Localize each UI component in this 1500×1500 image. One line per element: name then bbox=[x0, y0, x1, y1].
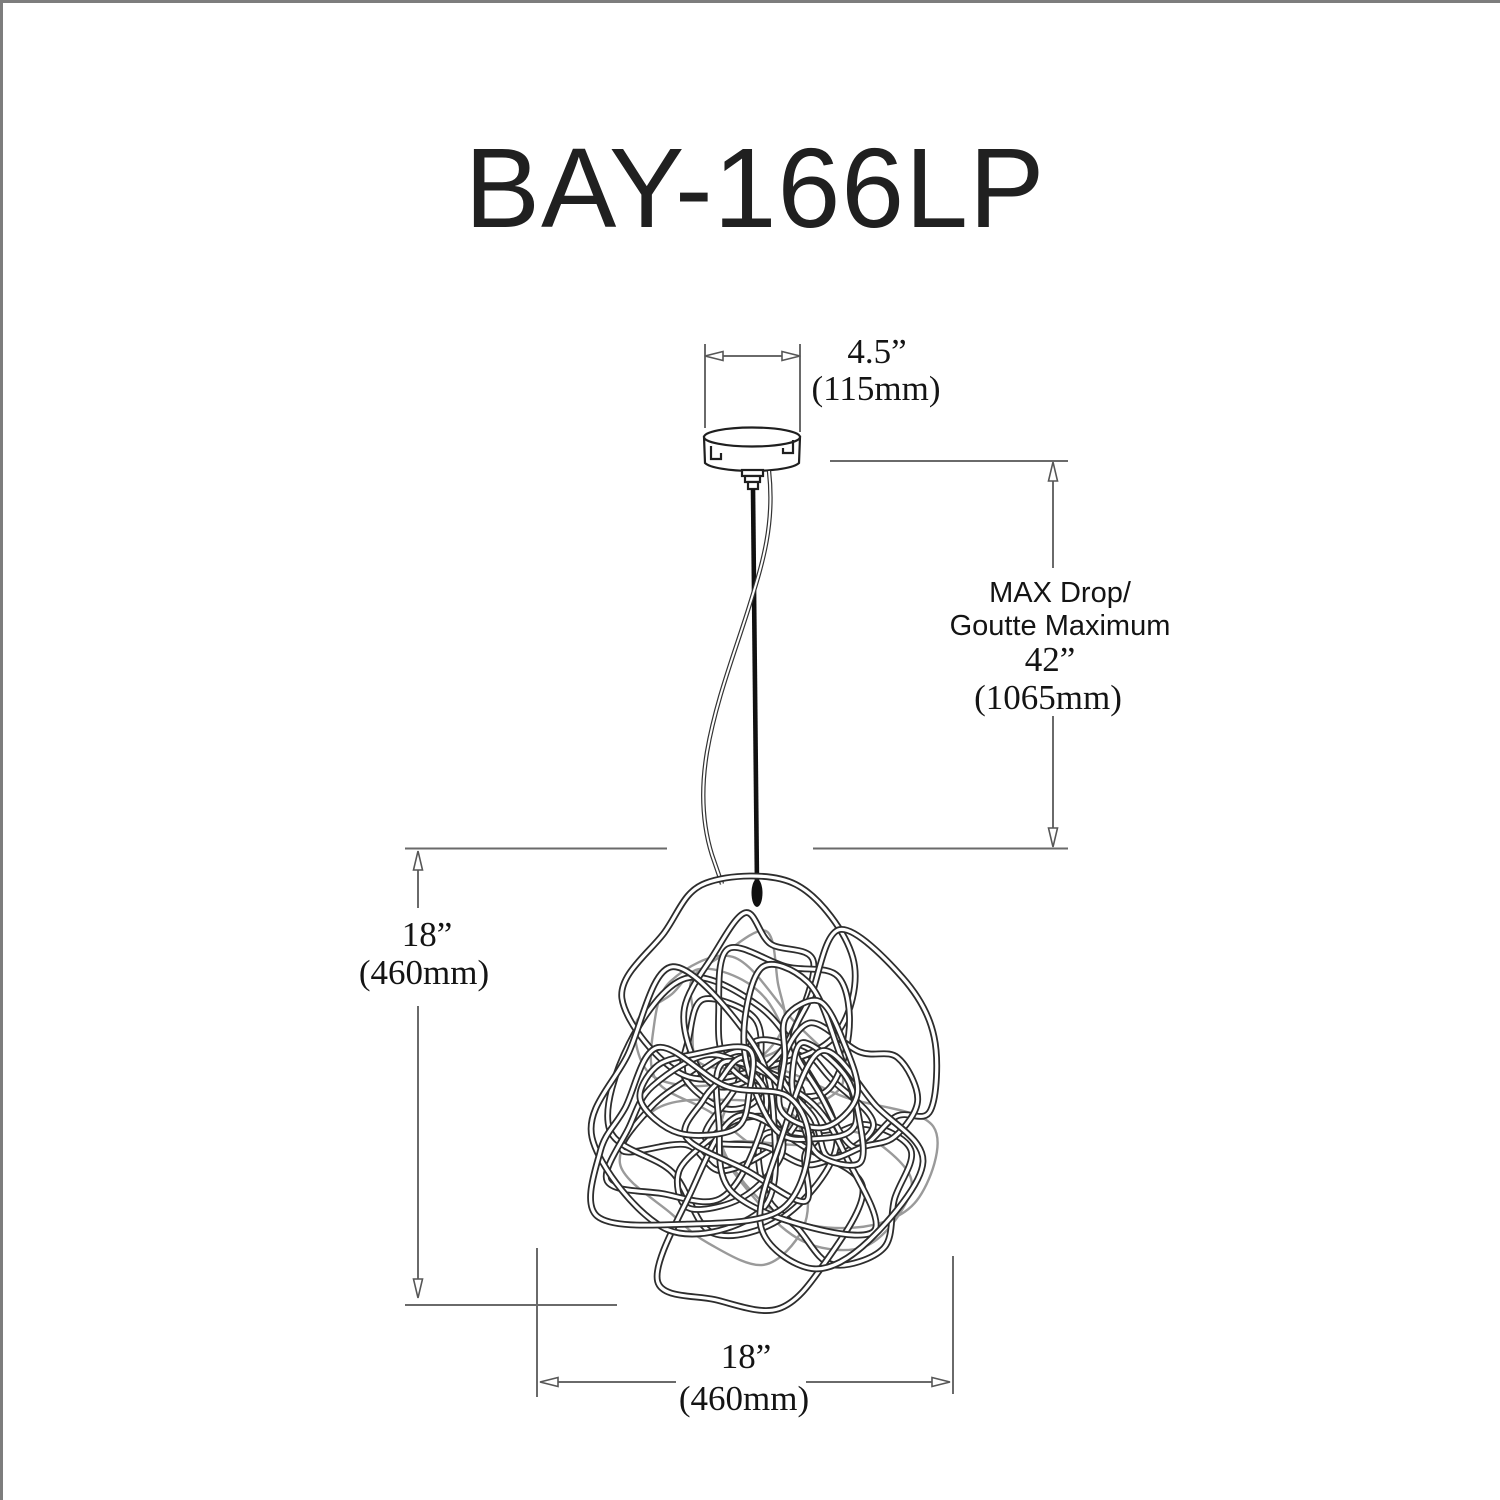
max-drop-inches: 42” bbox=[1025, 640, 1076, 679]
canopy-width-dimension: 4.5” (115mm) bbox=[704, 332, 941, 432]
arrow-left-icon bbox=[704, 350, 724, 362]
wire-loop bbox=[790, 1041, 865, 1167]
canopy-width-inches: 4.5” bbox=[847, 332, 906, 371]
wire-loop bbox=[588, 1045, 811, 1227]
cord-connector bbox=[751, 879, 763, 907]
pendant-wire-ball bbox=[587, 872, 941, 1314]
arrow-right-icon bbox=[781, 350, 801, 362]
wire-loop bbox=[638, 1045, 755, 1138]
fixture-width-inches: 18” bbox=[721, 1337, 772, 1376]
max-drop-dimension: MAX Drop/ Goutte Maximum 42” (1065mm) bbox=[813, 460, 1171, 850]
arrow-left-icon bbox=[539, 1376, 559, 1388]
max-drop-label-en: MAX Drop/ bbox=[989, 577, 1132, 609]
wire-loop bbox=[682, 911, 816, 1089]
wire-loop bbox=[756, 1122, 914, 1267]
arrow-down-icon bbox=[1047, 827, 1059, 848]
max-drop-label-fr: Goutte Maximum bbox=[950, 610, 1171, 642]
arrow-right-icon bbox=[931, 1376, 951, 1388]
canopy-top bbox=[702, 426, 802, 448]
wire-loop bbox=[606, 975, 839, 1238]
canopy bbox=[702, 426, 802, 491]
canopy-width-mm: (115mm) bbox=[812, 369, 941, 408]
hanging-cord bbox=[750, 488, 760, 887]
arrow-up-icon bbox=[412, 850, 424, 871]
wire-loop bbox=[777, 998, 860, 1130]
power-cable bbox=[701, 470, 773, 885]
fixture-height-inches: 18” bbox=[402, 915, 453, 954]
fixture-width-dimension: 18” (460mm) bbox=[536, 1248, 954, 1418]
fixture-height-dimension: 18” (460mm) bbox=[359, 847, 667, 1306]
arrow-down-icon bbox=[412, 1278, 424, 1299]
fixture-height-mm: (460mm) bbox=[359, 953, 489, 992]
power-cable-core bbox=[702, 470, 772, 885]
page-title: BAY-166LP bbox=[465, 125, 1046, 251]
max-drop-mm: (1065mm) bbox=[974, 678, 1122, 717]
wire-loop bbox=[758, 1049, 925, 1271]
wire-loop bbox=[716, 945, 852, 1099]
canopy-tab-right bbox=[781, 440, 795, 455]
canopy-tab-left bbox=[709, 446, 723, 461]
strain-relief bbox=[746, 480, 760, 491]
power-cable-outline bbox=[701, 470, 773, 885]
fixture-width-mm: (460mm) bbox=[679, 1379, 809, 1418]
arrow-up-icon bbox=[1047, 461, 1059, 482]
